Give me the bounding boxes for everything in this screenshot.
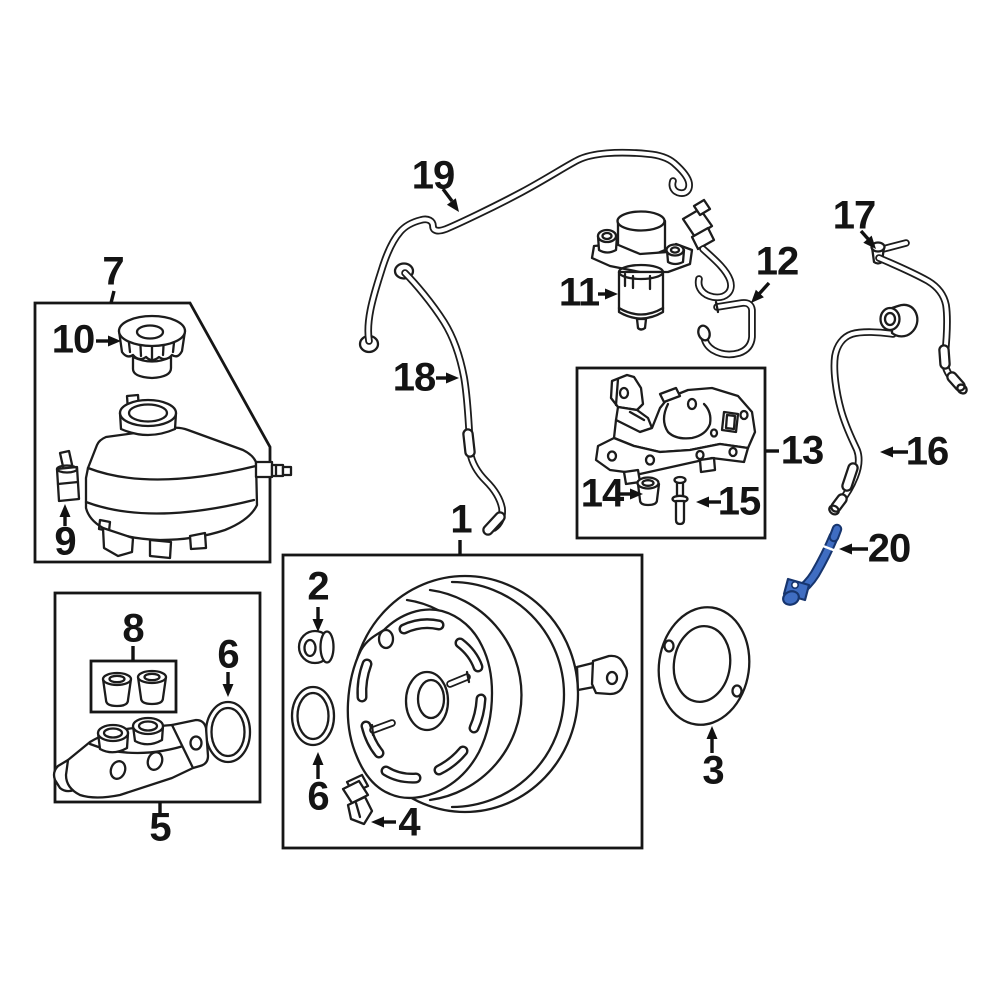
pin-15-drawing xyxy=(671,475,689,526)
o-ring-6-drawing xyxy=(290,685,336,747)
callout-6b: 6 xyxy=(217,632,239,677)
bracket-13-drawing xyxy=(594,373,757,486)
vacuum-pump-drawing xyxy=(590,198,735,331)
bushing-kit-8-drawing xyxy=(101,669,168,708)
fluid-level-sensor-drawing xyxy=(55,449,81,503)
tube-20-highlighted-drawing xyxy=(782,523,843,606)
callout-12: 12 xyxy=(755,239,799,284)
pump-hose-12-drawing xyxy=(697,299,756,359)
callout-7: 7 xyxy=(102,249,124,294)
callout-15: 15 xyxy=(717,479,761,524)
callout-10: 10 xyxy=(51,317,95,362)
callout-13: 13 xyxy=(780,428,824,473)
callout-14: 14 xyxy=(580,471,624,516)
gasket-3-drawing xyxy=(657,606,751,726)
callout-5: 5 xyxy=(149,805,171,850)
hose-16-drawing xyxy=(828,303,919,516)
hose-17-drawing xyxy=(870,239,968,395)
o-ring-6b-drawing xyxy=(204,700,252,764)
grommet-2-drawing xyxy=(297,629,335,665)
callout-16: 16 xyxy=(905,429,949,474)
callout-3: 3 xyxy=(702,748,724,793)
callout-17: 17 xyxy=(832,193,876,238)
box-1-outline xyxy=(281,553,644,850)
callout-8: 8 xyxy=(122,606,144,651)
callout-4: 4 xyxy=(398,800,420,845)
grommet-14-drawing xyxy=(636,476,661,507)
brake-booster-drawing xyxy=(346,574,629,814)
callout-9: 9 xyxy=(54,519,76,564)
callout-6a: 6 xyxy=(307,774,329,819)
master-cylinder-drawing xyxy=(52,716,210,799)
callout-1: 1 xyxy=(450,497,472,542)
sensor-4-drawing xyxy=(341,773,374,826)
hose-18-drawing xyxy=(393,262,506,536)
reservoir-drawing xyxy=(84,393,293,560)
callout-2: 2 xyxy=(307,564,329,609)
callout-18: 18 xyxy=(392,355,436,400)
callout-arrows xyxy=(59,187,908,828)
callout-20: 20 xyxy=(867,526,911,571)
callout-11: 11 xyxy=(558,270,600,315)
reservoir-cap-drawing xyxy=(117,314,187,380)
box-7-outline xyxy=(33,301,272,564)
hose-19-drawing xyxy=(358,148,693,354)
callout-19: 19 xyxy=(411,153,455,198)
box-5-outline xyxy=(53,591,262,804)
box-13-outline xyxy=(575,366,767,540)
